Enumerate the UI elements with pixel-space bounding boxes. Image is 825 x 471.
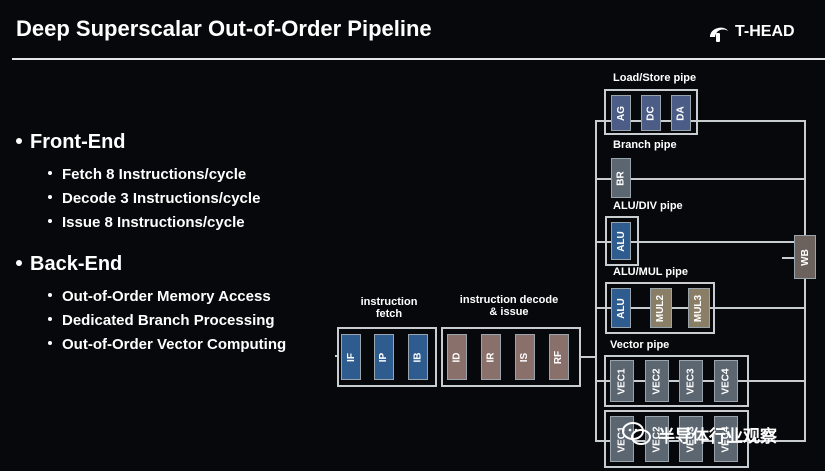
alu-div-pipe-label: ALU/DIV pipe (613, 200, 683, 212)
stage-vec4-label: VEC4 (720, 367, 732, 395)
stage-mul3: MUL3 (688, 288, 710, 328)
decode-group-frame (441, 327, 581, 387)
bullet-fetch: Fetch 8 Instructions/cycle (48, 166, 246, 183)
stage-mul2-label: MUL2 (655, 294, 667, 322)
stage-if: IF (341, 334, 361, 380)
stage-rf: RF (549, 334, 569, 380)
stage-vec3: VEC3 (679, 360, 703, 402)
bullet-vector: Out-of-Order Vector Computing (48, 336, 286, 353)
logo-text: T-HEAD (735, 23, 795, 40)
bullet-branch-label: Dedicated Branch Processing (62, 312, 275, 329)
decode-group-label-line1: instruction decode (459, 294, 559, 306)
issue-connector (581, 356, 596, 358)
stage-if-label: IF (345, 352, 357, 362)
fetch-group-label: instruction fetch (346, 296, 432, 320)
fetch-group-frame (337, 327, 437, 387)
stage-ib-label: IB (412, 352, 424, 362)
bullet-issue: Issue 8 Instructions/cycle (48, 214, 245, 231)
bullet-issue-label: Issue 8 Instructions/cycle (62, 214, 245, 231)
load-store-pipe-frame (604, 89, 698, 135)
issue-bus (595, 122, 597, 442)
stage-alu-div: ALU (611, 222, 631, 260)
fetch-group-label-line1: instruction (360, 296, 418, 308)
vector-pipe-label: Vector pipe (610, 339, 670, 351)
bullet-decode: Decode 3 Instructions/cycle (48, 190, 260, 207)
bullet-front-end: Front-End (16, 131, 126, 154)
stage-is-label: IS (519, 352, 531, 362)
watermark: 半导体行业观察 (622, 421, 777, 447)
decode-group-label: instruction decode & issue (444, 294, 574, 318)
bullet-memory: Out-of-Order Memory Access (48, 288, 271, 305)
bullet-fetch-label: Fetch 8 Instructions/cycle (62, 166, 247, 183)
stage-mul2: MUL2 (650, 288, 672, 328)
bullet-front-end-label: Front-End (30, 131, 126, 153)
stage-mul3-label: MUL3 (693, 294, 705, 322)
bullet-memory-label: Out-of-Order Memory Access (62, 288, 271, 305)
stage-ip-label: IP (378, 352, 390, 362)
stage-ag: AG (611, 95, 631, 131)
load-store-pipe-label: Load/Store pipe (613, 72, 697, 84)
stage-dc-label: DC (645, 105, 657, 121)
bullet-back-end: Back-End (16, 253, 122, 276)
stage-vec1-label: VEC1 (616, 367, 628, 395)
stage-id-label: ID (451, 352, 463, 362)
branch-pipe-line (595, 178, 805, 180)
stage-da-label: DA (675, 105, 687, 121)
stage-br-label: BR (615, 170, 627, 186)
bullet-back-end-label: Back-End (30, 253, 123, 275)
stage-vec1: VEC1 (610, 360, 634, 402)
stage-vec2: VEC2 (645, 360, 669, 402)
stage-ir: IR (481, 334, 501, 380)
stage-is: IS (515, 334, 535, 380)
stage-rf-label: RF (553, 350, 565, 364)
stage-ir-label: IR (485, 352, 497, 362)
stage-wb: WB (794, 235, 816, 279)
stage-vec4-2: VEC4 (714, 416, 738, 462)
stage-alu-mul-label: ALU (615, 297, 627, 319)
fetch-group-label-line2: fetch (375, 308, 403, 320)
stage-alu-div-label: ALU (615, 230, 627, 252)
branch-pipe-label: Branch pipe (613, 139, 677, 151)
decode-group-label-line2: & issue (489, 306, 529, 318)
bullet-decode-label: Decode 3 Instructions/cycle (62, 190, 261, 207)
stage-ip: IP (374, 334, 394, 380)
stage-vec3-2: VEC3 (679, 416, 703, 462)
stage-vec2-label: VEC2 (651, 367, 663, 395)
alu-div-pipe-line (595, 241, 805, 243)
t-head-logo-icon (710, 27, 728, 42)
bullet-vector-label: Out-of-Order Vector Computing (62, 336, 287, 353)
stage-dc: DC (641, 95, 661, 131)
title-divider (12, 58, 825, 60)
stage-id: ID (447, 334, 467, 380)
stage-vec4: VEC4 (714, 360, 738, 402)
load-store-pipe-line (595, 120, 805, 122)
stage-vec3-label: VEC3 (685, 367, 697, 395)
alu-mul-pipe-label: ALU/MUL pipe (613, 266, 688, 278)
stage-br: BR (611, 158, 631, 198)
wechat-icon (622, 422, 651, 445)
stage-ag-label: AG (615, 105, 627, 121)
watermark-text: 半导体行业观察 (658, 426, 777, 446)
t-head-logo: T-HEAD (707, 19, 795, 45)
stage-alu-mul: ALU (611, 288, 631, 328)
stage-ib: IB (408, 334, 428, 380)
stage-da: DA (671, 95, 691, 131)
stage-wb-label: WB (799, 248, 811, 266)
writeback-bus (804, 120, 806, 442)
page-title: Deep Superscalar Out-of-Order Pipeline (16, 16, 432, 41)
vector-pipe-2-frame (604, 410, 749, 468)
bullet-branch: Dedicated Branch Processing (48, 312, 275, 329)
